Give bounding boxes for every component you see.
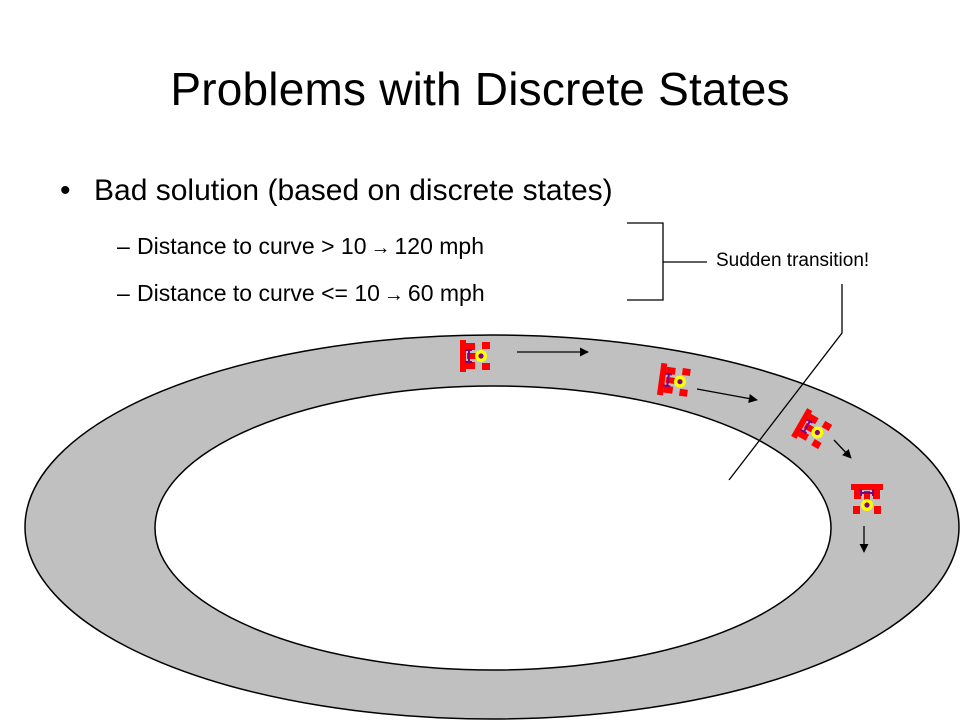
condition-text: Distance to curve <= 10: [137, 280, 380, 306]
velocity-arrow-2: [696, 388, 758, 403]
track-infield: [154, 385, 832, 671]
bracket: [627, 222, 664, 301]
condition-text: Distance to curve > 10: [137, 233, 367, 259]
velocity-arrow-3: [833, 439, 852, 459]
speed-text: 120 mph: [394, 233, 484, 259]
right-arrow-icon: →: [370, 237, 391, 259]
car-1: [459, 339, 491, 373]
sub-bullet-text: Distance to curve <= 10→60 mph: [137, 280, 485, 307]
bullet-marker: •: [60, 174, 71, 207]
sub-bullet-marker: –: [117, 280, 130, 306]
callout-label: Sudden transition!: [716, 250, 870, 271]
sub-bullet-marker: –: [117, 233, 130, 259]
sub-bullet-text: Distance to curve > 10→120 mph: [137, 233, 484, 260]
slide-title: Problems with Discrete States: [170, 63, 790, 115]
right-arrow-icon: →: [383, 284, 404, 306]
car-4: [850, 483, 884, 515]
bullet-text: Bad solution (based on discrete states): [94, 174, 613, 207]
speed-text: 60 mph: [407, 280, 485, 306]
callout-pointer: [728, 284, 843, 481]
